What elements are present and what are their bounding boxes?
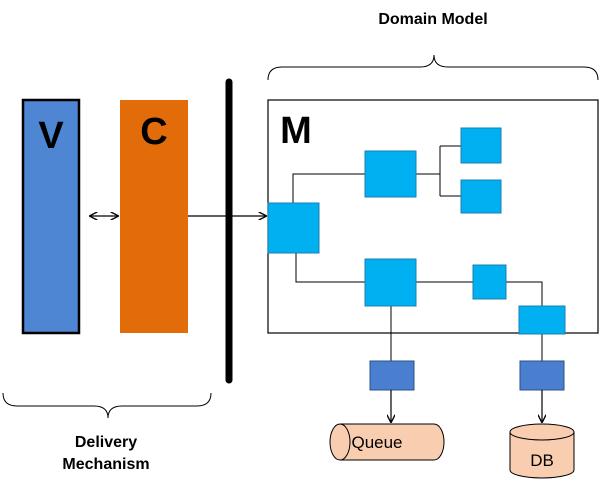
model-node-lower [364,258,417,307]
db-label: DB [530,451,554,470]
delivery-label-line2: Mechanism [62,456,149,473]
model-label: M [280,110,312,152]
db-cylinder: DB [509,423,575,479]
model-node-upper [364,150,417,198]
model-connectors [292,145,543,361]
model-node-lower-right [518,305,566,335]
model-node-lower-small [472,264,507,300]
controller-block [120,100,188,333]
model-node-upper-right-a [460,127,502,164]
view-block [21,98,81,335]
delivery-mechanism-brace [2,392,212,419]
view-label: V [38,115,64,157]
model-entry-node [267,202,320,254]
queue-label: Queue [351,433,402,452]
queue-adapter-node [369,360,415,391]
controller-label: C [140,111,167,153]
model-container [267,99,599,334]
delivery-label-line1: Delivery [75,434,137,451]
domain-model-label: Domain Model [378,11,487,28]
model-node-upper-right-b [460,179,502,214]
db-adapter-node [519,360,565,391]
queue-cylinder: Queue [329,423,445,461]
domain-model-brace [267,54,599,81]
